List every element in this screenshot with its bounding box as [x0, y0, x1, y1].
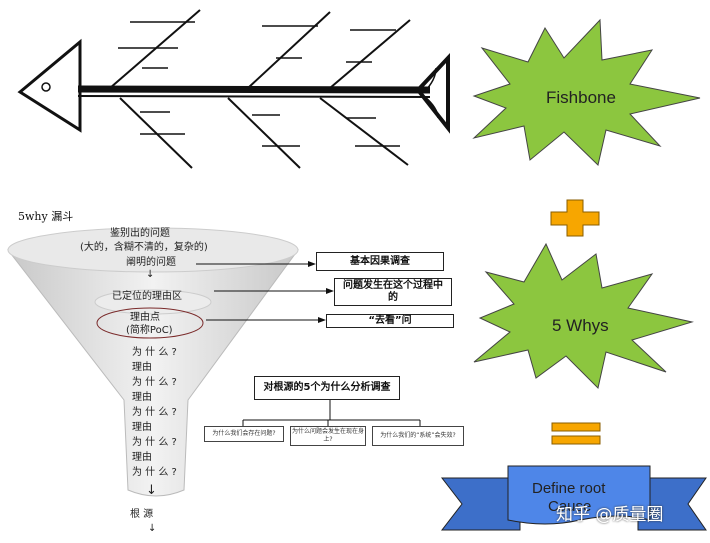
plus-shape: [550, 199, 600, 237]
equals-bottom: [551, 435, 601, 445]
box-process-location: 问题发生在这个过程中的: [334, 278, 452, 306]
funnel-poc-line1: 理由点: [130, 312, 160, 323]
fishbone-label: Fishbone: [546, 88, 616, 107]
banner-label-2: Cause: [548, 498, 592, 515]
funnel-title: 5why 漏斗: [18, 210, 74, 223]
funnel-top-line2: (大的，含糊不清的，复杂的): [80, 242, 208, 253]
why-item-4: 为 什 么 ?: [132, 407, 177, 418]
funnel-mid-label: 已定位的理由区: [112, 291, 182, 302]
funnel-small-arrow: ↓: [146, 269, 155, 280]
funnel-root: 根 源: [130, 509, 154, 520]
funnel-top-line3: 阐明的问题: [126, 257, 176, 268]
why-item-3: 理由: [132, 392, 152, 403]
fishbone-star-shape: [472, 18, 701, 166]
funnel-bottom-arrow: ↓: [146, 483, 157, 498]
watermark: 知乎 @质量圈: [556, 505, 664, 525]
why-item-8: 为 什 么 ?: [132, 467, 177, 478]
why-item-2: 为 什 么 ?: [132, 377, 177, 388]
banner-right-fold: [637, 477, 707, 531]
box-basic-cause: 基本因果调查: [316, 252, 444, 271]
funnel-root-arrow: ↓: [148, 523, 157, 534]
whys-label: 5 Whys: [552, 316, 609, 335]
why-item-5: 理由: [132, 422, 152, 433]
why-item-6: 为 什 么 ?: [132, 437, 177, 448]
why-item-7: 理由: [132, 452, 152, 463]
banner-left-fold: [440, 477, 521, 531]
small-box-3: 为什么我们的“系统”会失效?: [372, 426, 464, 446]
banner-main: [507, 465, 651, 525]
why-item-0: 为 什 么 ?: [132, 347, 177, 358]
equals-top: [551, 422, 601, 432]
small-box-1: 为什么我们会存在问题?: [204, 426, 284, 442]
funnel-poc-line2: (简称PoC): [126, 325, 173, 336]
box-five-why: 对根源的5个为什么分析调查: [254, 376, 400, 400]
funnel-top-line1: 鉴别出的问题: [110, 228, 170, 239]
banner-label: Define root: [532, 480, 606, 497]
why-item-1: 理由: [132, 362, 152, 373]
small-box-2: 为什么问题会发生在现在身上?: [290, 426, 366, 446]
box-go-see: “去看”问: [326, 314, 454, 328]
whys-star-shape: [473, 242, 694, 389]
